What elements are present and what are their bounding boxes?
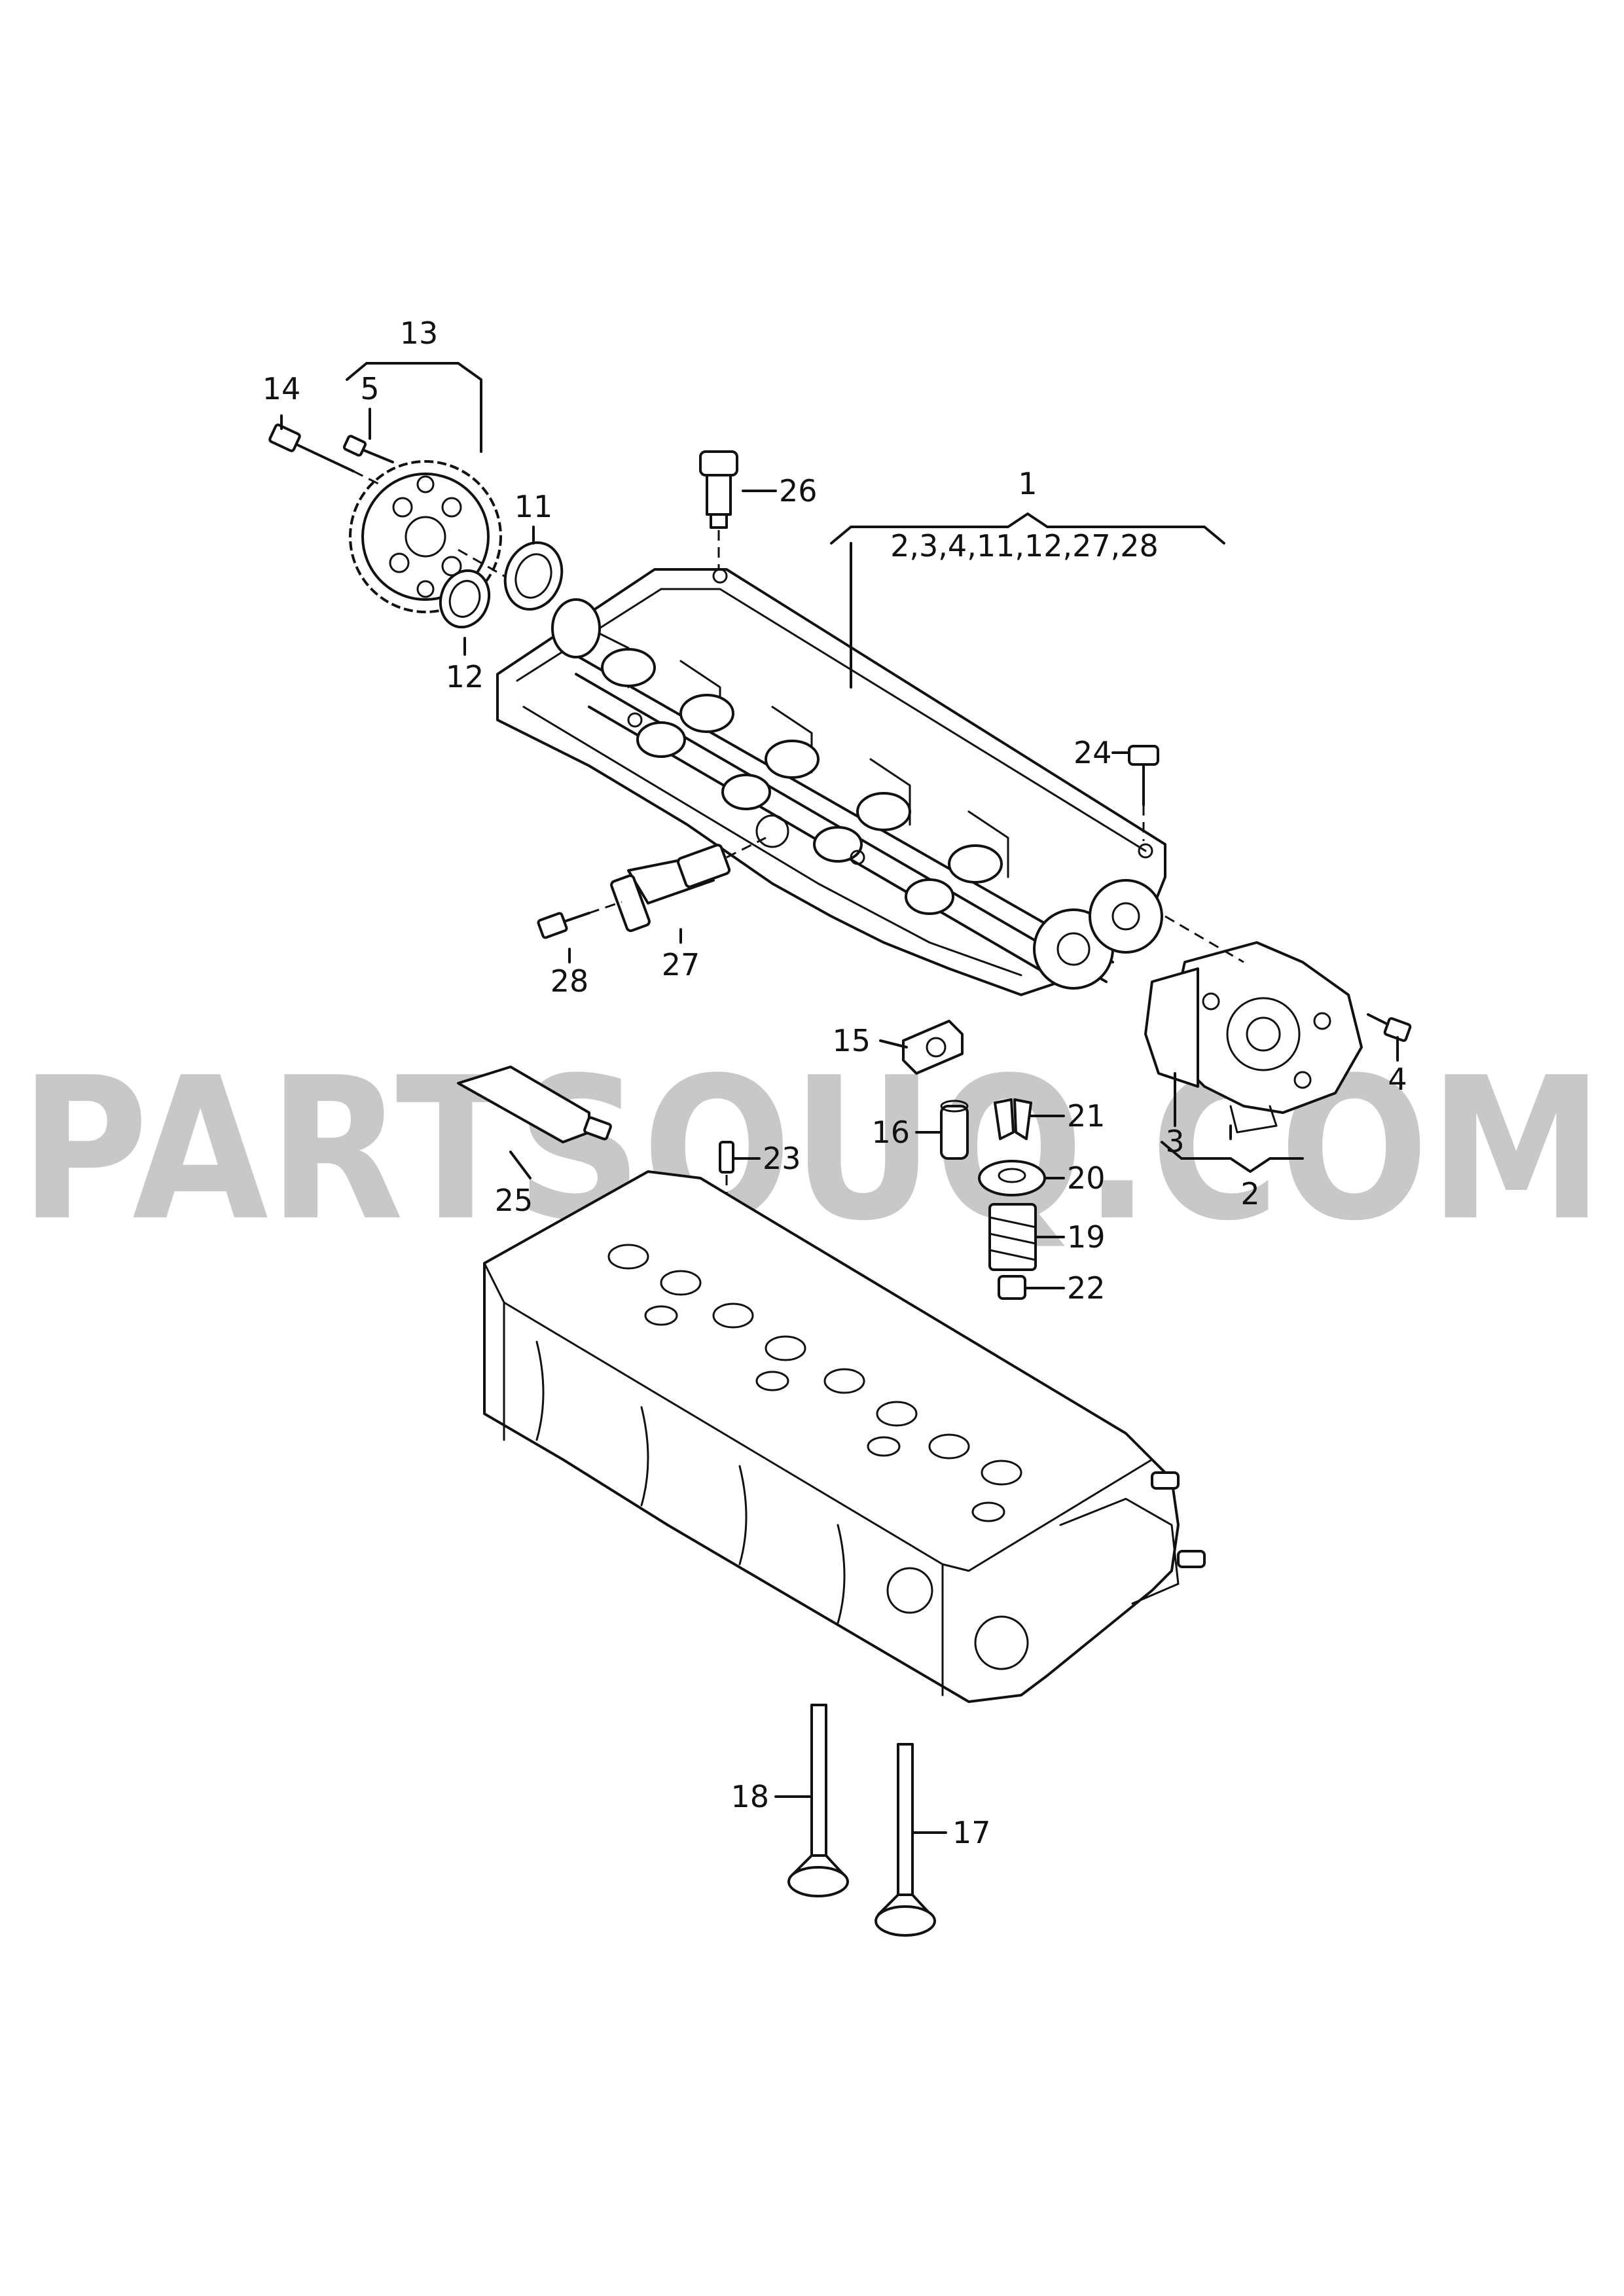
bolt-4: [1367, 1013, 1412, 1042]
cover-axis-line: [1164, 915, 1244, 963]
hydraulic-lifter-16: [940, 1100, 969, 1160]
callout-19: 19: [1067, 1219, 1106, 1255]
callout-28: 28: [550, 963, 589, 999]
callout-12: 12: [446, 659, 484, 694]
bolt-28: [537, 901, 623, 939]
camshaft-housing: [496, 568, 1166, 996]
callout-14: 14: [262, 371, 301, 406]
sprocket-bolt-5: [342, 435, 394, 463]
callout-1-includes: 2,3,4,11,12,27,28: [890, 528, 1159, 564]
intake-valve-18: [787, 1704, 849, 1897]
callout-26: 26: [779, 473, 818, 509]
callout-13: 13: [400, 315, 439, 351]
callout-4: 4: [1388, 1062, 1407, 1097]
callout-11: 11: [514, 489, 553, 524]
end-cover-2: [1170, 941, 1363, 1134]
callout-23: 23: [763, 1141, 801, 1176]
exhaust-valve-17: [875, 1743, 936, 1937]
watermark-text: PARTSOUQ.COM: [20, 1035, 1604, 1264]
leader-lines: [280, 362, 1399, 1834]
valve-spring-19: [988, 1203, 1037, 1271]
shaft-seal-12: [439, 569, 491, 629]
callout-25: 25: [495, 1183, 533, 1218]
callout-27: 27: [662, 947, 700, 982]
callout-15: 15: [832, 1023, 871, 1058]
callout-16: 16: [871, 1115, 910, 1150]
callout-18: 18: [731, 1779, 769, 1814]
callout-21: 21: [1067, 1098, 1106, 1134]
shaft-seal-11: [503, 541, 564, 611]
sensor-27: [610, 836, 767, 933]
stem-seal-22: [998, 1275, 1026, 1300]
sprocket-bolt-14: [268, 423, 380, 486]
gasket-3: [1144, 967, 1199, 1088]
callout-24: 24: [1074, 735, 1112, 770]
callout-3: 3: [1165, 1124, 1184, 1159]
callout-17: 17: [952, 1815, 991, 1850]
spring-retainer-20: [978, 1160, 1046, 1196]
roller-rocker-15: [902, 1020, 964, 1075]
sealant-tube-25: [457, 1066, 612, 1143]
callout-20: 20: [1067, 1160, 1106, 1196]
callout-5: 5: [360, 371, 379, 406]
cylinder-head: [483, 1170, 1206, 1703]
bolt-24: [1128, 745, 1159, 841]
callout-1: 1: [1018, 466, 1037, 501]
plug-26: [699, 450, 738, 569]
callout-22: 22: [1067, 1270, 1106, 1306]
valve-keepers-21: [994, 1098, 1032, 1140]
callout-2: 2: [1240, 1176, 1259, 1211]
